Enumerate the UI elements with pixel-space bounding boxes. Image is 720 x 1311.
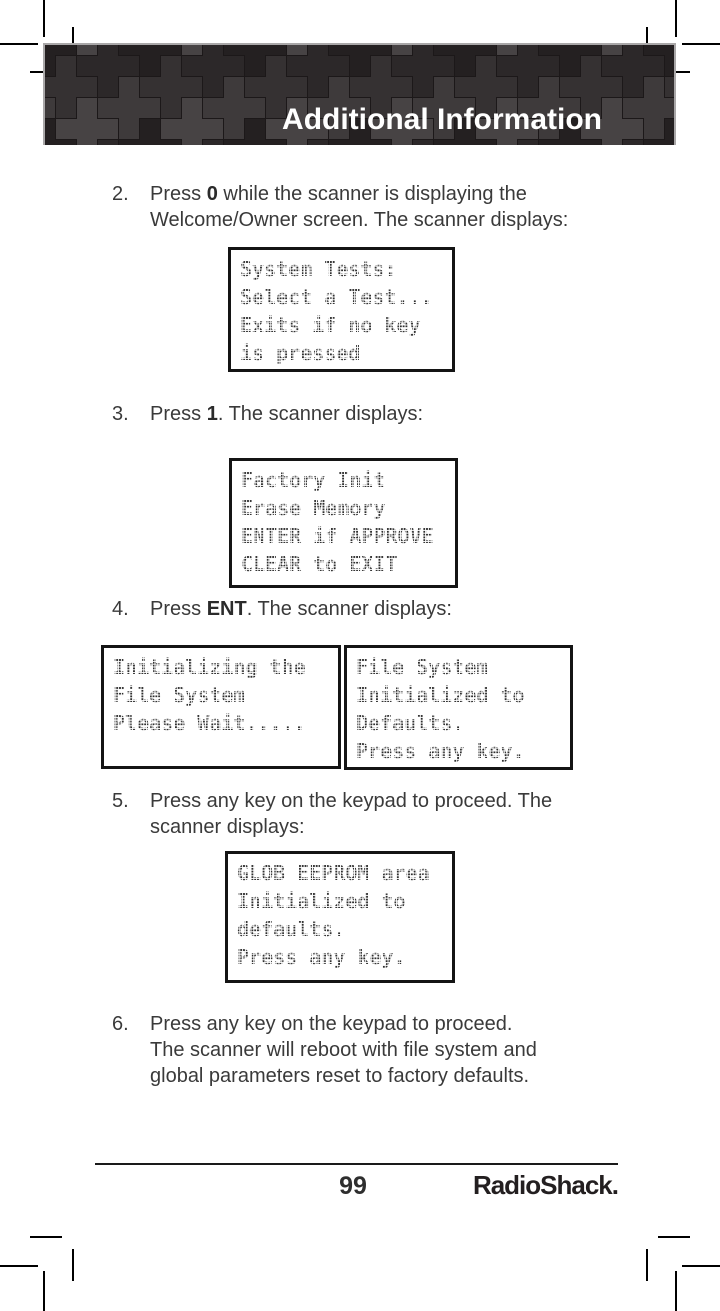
step-number: 6. [112, 1013, 129, 1035]
lcd-line: File System [356, 655, 489, 679]
crop-mark [30, 71, 44, 73]
crop-mark [682, 43, 720, 45]
lcd-line: System Tests: [240, 257, 397, 281]
step-text-post: . The scanner displays: [246, 598, 452, 620]
lcd-line: is pressed [240, 341, 361, 365]
lcd-line: Press any key. [237, 945, 406, 969]
crop-mark [682, 1265, 720, 1267]
step-number: 2. [112, 183, 129, 205]
step-text: Press 1. The scanner displays: [150, 401, 620, 427]
step-number: 4. [112, 598, 129, 620]
crop-mark [43, 1271, 45, 1311]
lcd-line: GLOB EEPROM area [237, 861, 430, 885]
lcd-line: CLEAR to EXIT [241, 552, 398, 576]
crop-mark [72, 27, 74, 43]
crop-mark [675, 1271, 677, 1311]
lcd-line: Initialized to [237, 889, 406, 913]
step-number: 3. [112, 403, 129, 425]
lcd-line: ENTER if APPROVE [241, 524, 434, 548]
lcd-line: Factory Init [241, 468, 386, 492]
key-label: ENT [206, 598, 247, 620]
lcd-line: Initialized to [356, 683, 525, 707]
lcd-line: Please Wait..... [113, 711, 306, 735]
step-text: Press 0 while the scanner is displaying … [150, 181, 620, 233]
lcd-screen-glob-eeprom: GLOB EEPROM area Initialized to defaults… [225, 851, 455, 983]
crop-mark [72, 1249, 74, 1281]
lcd-line: Press any key. [356, 739, 525, 763]
crop-mark [675, 0, 677, 37]
crop-mark [0, 1265, 38, 1267]
radioshack-logo: RadioShack. [472, 1170, 619, 1200]
step-text: Press any key on the keypad to proceed. … [150, 788, 620, 840]
step-number: 5. [112, 790, 129, 812]
step-text: Press any key on the keypad to proceed. … [150, 1011, 620, 1089]
header-plus-pattern [45, 45, 674, 145]
lcd-line: File System [113, 683, 246, 707]
lcd-line: defaults. [237, 917, 346, 941]
footer-rule [95, 1163, 618, 1165]
crop-mark [658, 1236, 690, 1238]
step-item-5: 5. Press any key on the keypad to procee… [112, 788, 622, 840]
step-text-post: while the scanner is displaying the Welc… [150, 183, 569, 231]
crop-mark [646, 1249, 648, 1281]
step-text-post: . The scanner displays: [217, 403, 424, 425]
step-text-pre: Press any key on the keypad to proceed. … [150, 1013, 537, 1087]
key-label: 1 [206, 403, 218, 425]
step-text-pre: Press [150, 403, 207, 425]
lcd-line: Select a Test... [240, 285, 433, 309]
crop-mark [43, 0, 45, 37]
key-label: 0 [206, 183, 218, 205]
step-text: Press ENT. The scanner displays: [150, 596, 620, 622]
step-text-pre: Press [150, 598, 207, 620]
page-title: Additional Information [282, 103, 602, 136]
lcd-screen-system-tests: System Tests: Select a Test... Exits if … [228, 247, 455, 372]
step-text-pre: Press [150, 183, 207, 205]
crop-mark [676, 71, 690, 73]
crop-mark [30, 1236, 62, 1238]
step-item-3: 3. Press 1. The scanner displays: [112, 401, 622, 427]
step-item-4: 4. Press ENT. The scanner displays: [112, 596, 622, 622]
lcd-screen-initializing-file-system: Initializing the File System Please Wait… [101, 645, 341, 769]
lcd-line: Exits if no key [240, 313, 421, 337]
step-item-6: 6. Press any key on the keypad to procee… [112, 1011, 622, 1089]
crop-mark [646, 27, 648, 43]
crop-mark [0, 43, 38, 45]
lcd-line: Defaults. [356, 711, 465, 735]
header-banner: Additional Information [43, 43, 676, 145]
lcd-screen-file-system-initialized: File System Initialized to Defaults. Pre… [344, 645, 573, 770]
lcd-line: Erase Memory [241, 496, 386, 520]
page-number: 99 [339, 1172, 367, 1200]
lcd-screen-factory-init: Factory Init Erase Memory ENTER if APPRO… [229, 458, 458, 588]
step-item-2: 2. Press 0 while the scanner is displayi… [112, 181, 622, 233]
step-text-pre: Press any key on the keypad to proceed. … [150, 790, 553, 838]
lcd-line: Initializing the [113, 655, 306, 679]
